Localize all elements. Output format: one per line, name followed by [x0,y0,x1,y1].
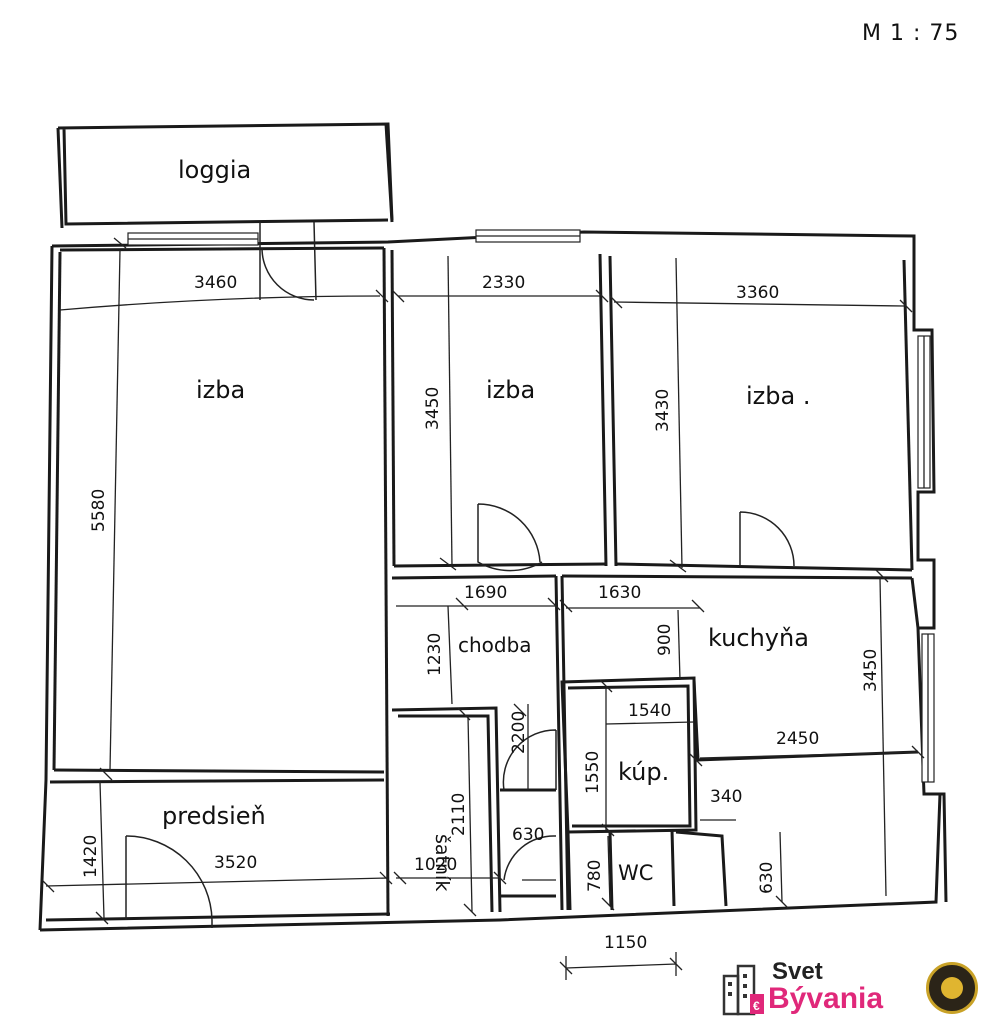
dim-1690: 1690 [464,583,507,603]
walls [38,122,948,932]
room-label-wc: WC [618,861,653,885]
dim-3430: 3430 [653,389,673,432]
room-label-loggia: loggia [178,156,251,184]
seal-icon [926,962,978,1014]
dim-3460: 3460 [194,273,237,293]
dim-780: 780 [585,860,605,892]
room-label-izba-1: izba [196,376,245,404]
room-label-predsien: predsieň [162,802,266,830]
windows [127,229,935,783]
dimension-lines [41,237,925,980]
dim-2200: 2200 [509,711,529,754]
svet-byvania-logo: € Svet Bývania [720,958,992,1024]
room-label-kuchyna: kuchyňa [708,624,809,652]
dim-1150: 1150 [604,933,647,953]
dim-1630: 1630 [598,583,641,603]
dim-1020: 1020 [414,855,457,875]
logo-text-svet: Svet [772,958,823,985]
dim-1420: 1420 [81,835,101,878]
dim-1540: 1540 [628,701,671,721]
dim-1550: 1550 [583,751,603,794]
dim-630-kuchyna: 630 [757,862,777,894]
dim-2450: 2450 [776,729,819,749]
dim-5580: 5580 [89,489,109,532]
dim-1230: 1230 [425,633,445,676]
room-label-chodba: chodba [458,633,532,657]
dim-630-chodba: 630 [512,825,544,845]
room-label-izba-2: izba [486,376,535,404]
room-label-satnik: šatník [431,834,453,891]
svg-text:€: € [753,999,760,1013]
dim-3450-kuchyna: 3450 [861,649,881,692]
dim-3520: 3520 [214,853,257,873]
dim-3450-izba: 3450 [423,387,443,430]
scale-label: M 1 : 75 [862,21,959,46]
dim-2330: 2330 [482,273,525,293]
dim-3360: 3360 [736,283,779,303]
doors [125,221,795,928]
room-label-kup: kúp. [618,758,669,786]
building-icon: € [722,964,764,1016]
room-label-izba-3: izba . [746,382,810,410]
dim-2110: 2110 [449,793,469,836]
dim-340: 340 [710,787,742,807]
logo-text-byvania: Bývania [768,982,884,1015]
dim-900: 900 [655,624,675,656]
